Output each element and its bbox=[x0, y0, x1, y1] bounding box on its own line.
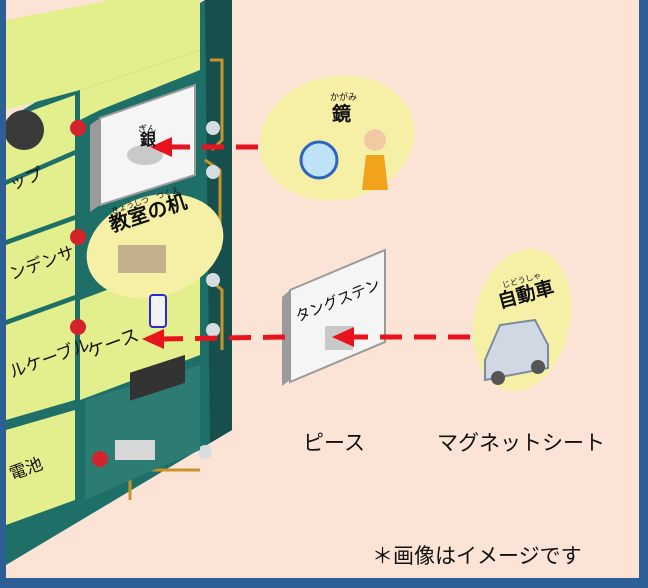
board-tile bbox=[6, 220, 75, 320]
sticker-label: 鏡 bbox=[332, 102, 351, 125]
car-wheel-icon bbox=[531, 360, 545, 374]
sticker-mirror bbox=[259, 75, 415, 201]
girl-body-icon bbox=[362, 155, 388, 190]
desk-icon bbox=[118, 245, 166, 273]
pin-icon bbox=[70, 319, 86, 335]
arrow-tungsten-to-board bbox=[161, 334, 286, 342]
caption-image-note: ＊画像はイメージです bbox=[372, 544, 582, 568]
chip-icon bbox=[130, 354, 185, 401]
girl-icon bbox=[364, 129, 386, 151]
pin-icon bbox=[70, 229, 86, 245]
car-wheel-icon bbox=[491, 371, 505, 385]
silver-object-icon bbox=[127, 145, 163, 165]
piece-tungsten-side bbox=[282, 290, 290, 386]
arrowhead-icon bbox=[150, 137, 172, 157]
board-tile bbox=[6, 155, 75, 240]
piece-tungsten bbox=[289, 248, 386, 384]
sticker-ruby: かがみ bbox=[330, 91, 357, 103]
arrowhead-icon bbox=[332, 327, 354, 347]
caption-piece: ピース bbox=[303, 431, 365, 455]
board-tile bbox=[80, 50, 200, 120]
chip-area bbox=[85, 365, 200, 500]
screw-icon bbox=[198, 445, 212, 459]
piece-silver bbox=[99, 83, 196, 207]
pin-icon bbox=[92, 451, 108, 467]
sticker-car bbox=[472, 248, 572, 392]
screw-icon bbox=[206, 121, 220, 135]
screw-icon bbox=[206, 273, 220, 287]
speaker-icon bbox=[6, 110, 44, 150]
board-tile bbox=[6, 300, 75, 420]
phone-icon bbox=[149, 294, 167, 328]
caption-magnet-sheet: マグネットシート bbox=[437, 431, 605, 455]
piece-label: 銀 bbox=[140, 130, 156, 149]
screw-icon bbox=[206, 323, 220, 337]
piece-ruby: ぎん bbox=[138, 123, 156, 135]
board-tile bbox=[6, 410, 75, 525]
arrowhead-icon bbox=[142, 329, 164, 349]
piece-silver-side bbox=[90, 118, 100, 212]
mirror-icon bbox=[299, 140, 339, 180]
pin-icon bbox=[70, 120, 86, 136]
chip-icon bbox=[115, 440, 155, 460]
board-tile bbox=[6, 0, 200, 110]
screw-icon bbox=[206, 165, 220, 179]
